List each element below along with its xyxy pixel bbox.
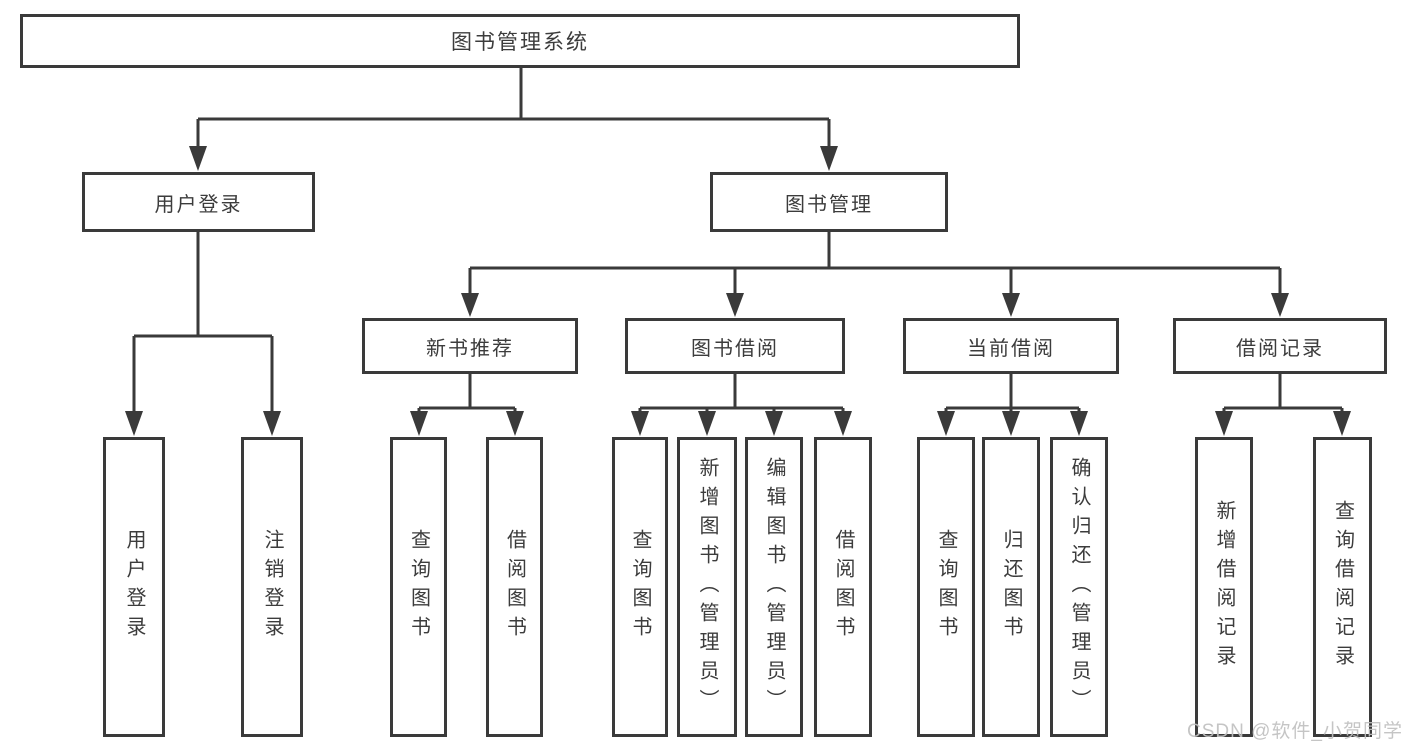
leaf-add-borrow-record: 新增借阅记录 [1195, 437, 1253, 737]
node-label: 图书管理系统 [451, 31, 589, 54]
node-label: 当前借阅 [967, 337, 1055, 360]
connector-book-borrow-branch [631, 374, 852, 436]
node-label: 查询图书 [629, 529, 651, 645]
leaf-query-books-borrow: 查询图书 [612, 437, 668, 737]
leaf-query-books-recommend: 查询图书 [390, 437, 447, 737]
connector-user-login-branch [125, 232, 281, 436]
node-label: 查询图书 [935, 529, 957, 645]
node-new-book-recommend: 新书推荐 [362, 318, 578, 374]
node-label: 图书借阅 [691, 337, 779, 360]
node-label: 借阅图书 [503, 529, 526, 645]
node-label: 归还图书 [1000, 529, 1022, 645]
connector-new-book-branch [410, 374, 524, 436]
connector-borrow-record-branch [1215, 374, 1351, 436]
leaf-confirm-return-admin: 确认归还（管理员） [1050, 437, 1108, 737]
node-label: 查询图书 [407, 529, 430, 645]
node-book-borrowing: 图书借阅 [625, 318, 845, 374]
node-root-library-system: 图书管理系统 [20, 14, 1020, 68]
node-label: 图书管理 [785, 193, 873, 216]
node-label: 新增借阅记录 [1213, 500, 1235, 674]
node-current-borrowing: 当前借阅 [903, 318, 1119, 374]
node-label: 新书推荐 [426, 337, 514, 360]
leaf-user-login: 用户登录 [103, 437, 165, 737]
leaf-query-books-current: 查询图书 [917, 437, 975, 737]
leaf-query-borrow-record: 查询借阅记录 [1313, 437, 1372, 737]
connector-book-mgmt-to-level3 [461, 232, 1289, 317]
leaf-borrow-book: 借阅图书 [814, 437, 872, 737]
node-label: 借阅记录 [1236, 337, 1324, 360]
leaf-add-book-admin: 新增图书（管理员） [677, 437, 737, 737]
node-label: 编辑图书（管理员） [763, 456, 785, 718]
node-label: 查询借阅记录 [1331, 500, 1354, 674]
leaf-borrow-books-recommend: 借阅图书 [486, 437, 543, 737]
node-label: 新增图书（管理员） [696, 456, 718, 718]
leaf-return-book: 归还图书 [982, 437, 1040, 737]
leaf-edit-book-admin: 编辑图书（管理员） [745, 437, 803, 737]
node-label: 借阅图书 [832, 529, 854, 645]
connector-current-borrow-branch [937, 374, 1088, 436]
node-borrowing-records: 借阅记录 [1173, 318, 1387, 374]
node-label: 用户登录 [123, 529, 145, 645]
node-label: 确认归还（管理员） [1068, 456, 1090, 718]
node-book-management: 图书管理 [710, 172, 948, 232]
leaf-logout: 注销登录 [241, 437, 303, 737]
node-label: 注销登录 [261, 529, 283, 645]
csdn-watermark: CSDN @软件_小贺同学 [1187, 721, 1403, 742]
node-user-login: 用户登录 [82, 172, 315, 232]
node-label: 用户登录 [154, 193, 243, 216]
connector-root-to-level2 [189, 68, 838, 171]
